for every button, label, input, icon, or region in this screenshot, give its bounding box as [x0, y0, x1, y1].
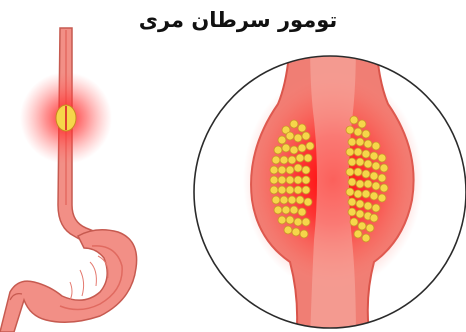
esophagus-stomach-illustration — [0, 28, 137, 332]
tumor-magnified-view — [194, 40, 466, 332]
